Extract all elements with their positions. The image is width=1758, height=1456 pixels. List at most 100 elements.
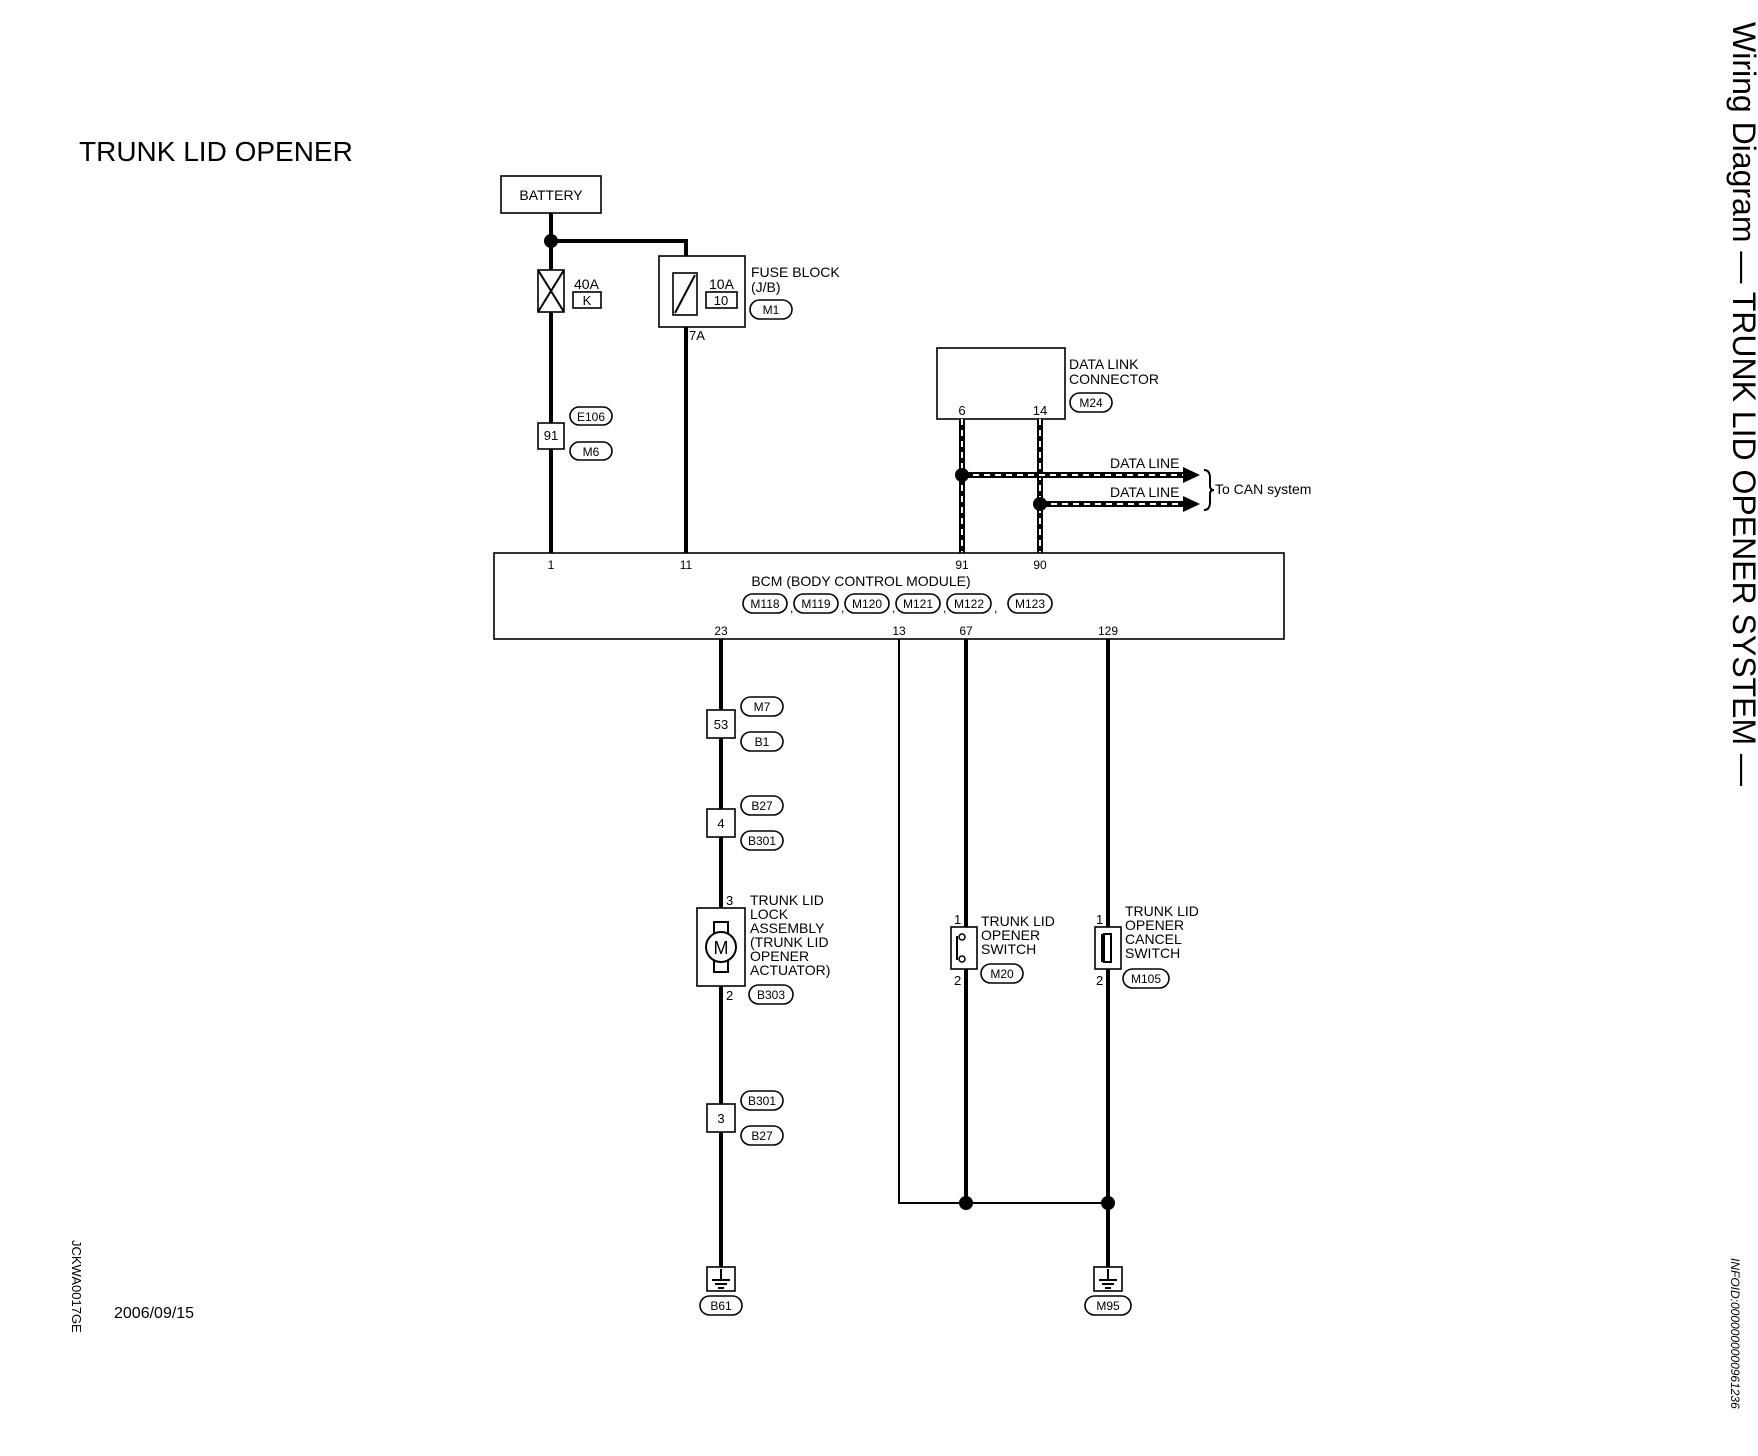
fuse-number: 10 bbox=[714, 293, 728, 308]
bcm-pin-90: 90 bbox=[1033, 558, 1047, 572]
cancel-switch-pin-bottom: 2 bbox=[1096, 973, 1103, 988]
joint-53-conn-b: B1 bbox=[755, 735, 770, 749]
actuator-label-3: ASSEMBLY bbox=[750, 920, 825, 936]
joint-3-conn-a: B301 bbox=[748, 1094, 776, 1108]
cancel-switch-label-2: OPENER bbox=[1125, 917, 1184, 933]
bcm-connector-m118: M118 bbox=[750, 597, 779, 611]
figure-code: JCKWA0017GE bbox=[69, 1240, 84, 1333]
cancel-switch-label-3: CANCEL bbox=[1125, 931, 1182, 947]
fuse-block-name-2: (J/B) bbox=[751, 279, 781, 295]
opener-switch-label-1: TRUNK LID bbox=[981, 913, 1055, 929]
opener-switch-pin-top: 1 bbox=[954, 912, 961, 927]
joint-4-conn-a: B27 bbox=[751, 799, 773, 813]
opener-switch-label-3: SWITCH bbox=[981, 941, 1036, 957]
joint-91-conn-b: M6 bbox=[583, 445, 600, 459]
fusible-link-40a: 40A K bbox=[537, 241, 602, 313]
ground-m95: M95 bbox=[1084, 1266, 1132, 1316]
trunk-lid-actuator: M 3 2 TRUNK LID LOCK ASSEMBLY (TRUNK LID… bbox=[696, 892, 830, 1005]
bcm-connector-list: M118 , M119 , M120 , M121 , M122 , M123 bbox=[742, 593, 1053, 615]
joint-91-pin: 91 bbox=[544, 428, 558, 443]
bcm-separator: , bbox=[943, 601, 946, 615]
bcm-pin-1: 1 bbox=[548, 558, 555, 572]
bcm-separator: , bbox=[790, 601, 793, 615]
joint-3-pin: 3 bbox=[717, 1111, 724, 1126]
bcm-connector-m119: M119 bbox=[801, 597, 830, 611]
bcm-separator: , bbox=[892, 601, 895, 615]
trunk-lid-opener-cancel-switch: 1 2 TRUNK LID OPENER CANCEL SWITCH M105 bbox=[1094, 903, 1199, 989]
trunk-lid-opener-switch: 1 2 TRUNK LID OPENER SWITCH M20 bbox=[950, 912, 1055, 988]
dlc-pin-b: 14 bbox=[1033, 403, 1047, 418]
data-link-connector: DATA LINK CONNECTOR M24 6 14 bbox=[936, 347, 1159, 420]
joint-53-conn-a: M7 bbox=[754, 700, 771, 714]
joint-connector-3: 3 B301 B27 bbox=[706, 1090, 784, 1146]
battery: BATTERY bbox=[500, 175, 602, 214]
actuator-label-6: ACTUATOR) bbox=[750, 962, 830, 978]
ground-b61: B61 bbox=[699, 1266, 743, 1316]
fuse-rating: 10A bbox=[709, 276, 735, 292]
fuse-block-terminal: 7A bbox=[689, 328, 705, 343]
joint-connector-4: 4 B27 B301 bbox=[706, 795, 784, 851]
fusible-link-rating: 40A bbox=[574, 276, 600, 292]
actuator-label-4: (TRUNK LID bbox=[750, 934, 829, 950]
bcm-name: BCM (BODY CONTROL MODULE) bbox=[751, 573, 970, 589]
bcm: 1 11 91 90 BCM (BODY CONTROL MODULE) M11… bbox=[493, 552, 1285, 640]
ground-b61-label: B61 bbox=[710, 1299, 732, 1313]
joint-53-pin: 53 bbox=[714, 717, 728, 732]
ground-m95-label: M95 bbox=[1096, 1299, 1120, 1313]
joint-91-conn-a: E106 bbox=[577, 410, 605, 424]
data-line-2-label: DATA LINE bbox=[1110, 484, 1180, 500]
splice-cancel-switch bbox=[1101, 1196, 1115, 1210]
wire-bcm13-ground-bus bbox=[898, 639, 1108, 1204]
joint-4-conn-b: B301 bbox=[748, 834, 776, 848]
actuator-label-1: TRUNK LID bbox=[750, 892, 824, 908]
splice-opener-switch bbox=[959, 1196, 973, 1210]
actuator-pin-bottom: 2 bbox=[726, 988, 733, 1003]
bcm-pin-67: 67 bbox=[959, 624, 973, 638]
opener-switch-pin-bottom: 2 bbox=[954, 973, 961, 988]
motor-symbol: M bbox=[714, 938, 729, 958]
dlc-name-2: CONNECTOR bbox=[1069, 371, 1159, 387]
wire-to-fuse-block bbox=[551, 239, 688, 256]
cancel-switch-label-4: SWITCH bbox=[1125, 945, 1180, 961]
bcm-pin-91: 91 bbox=[955, 558, 969, 572]
dlc-name-1: DATA LINK bbox=[1069, 356, 1139, 372]
bcm-pin-23: 23 bbox=[714, 624, 728, 638]
can-data-lines bbox=[955, 419, 1215, 553]
data-line-1-label: DATA LINE bbox=[1110, 455, 1180, 471]
info-id: INFOID:0000000000961236 bbox=[1728, 1258, 1742, 1409]
bcm-separator: , bbox=[841, 601, 844, 615]
actuator-pin-top: 3 bbox=[726, 893, 733, 908]
battery-label: BATTERY bbox=[519, 187, 583, 203]
bcm-connector-m123: M123 bbox=[1015, 597, 1045, 611]
page-title: TRUNK LID OPENER bbox=[79, 136, 353, 167]
bcm-separator: , bbox=[994, 601, 997, 615]
fuse-block: 10A 10 FUSE BLOCK (J/B) M1 7A bbox=[658, 255, 840, 343]
bcm-connector-m120: M120 bbox=[852, 597, 882, 611]
dlc-connector: M24 bbox=[1079, 396, 1103, 410]
cancel-switch-connector: M105 bbox=[1131, 972, 1161, 986]
bcm-pin-13: 13 bbox=[892, 624, 906, 638]
cancel-switch-label-1: TRUNK LID bbox=[1125, 903, 1199, 919]
date-label: 2006/09/15 bbox=[114, 1305, 194, 1322]
bcm-pin-11: 11 bbox=[680, 558, 693, 572]
bcm-connector-m122: M122 bbox=[954, 597, 984, 611]
actuator-connector: B303 bbox=[757, 988, 785, 1002]
opener-switch-label-2: OPENER bbox=[981, 927, 1040, 943]
fuse-block-name-1: FUSE BLOCK bbox=[751, 264, 840, 280]
joint-connector-53: 53 M7 B1 bbox=[706, 696, 784, 752]
bcm-connector-m121: M121 bbox=[903, 597, 933, 611]
dlc-pin-a: 6 bbox=[958, 403, 965, 418]
side-title: Wiring Diagram — TRUNK LID OPENER SYSTEM… bbox=[1726, 22, 1758, 786]
opener-switch-connector: M20 bbox=[990, 967, 1014, 981]
joint-4-pin: 4 bbox=[717, 816, 724, 831]
actuator-label-5: OPENER bbox=[750, 948, 809, 964]
bcm-pin-129: 129 bbox=[1098, 624, 1118, 638]
fuse-block-connector: M1 bbox=[763, 303, 780, 317]
actuator-label-2: LOCK bbox=[750, 906, 789, 922]
cancel-switch-pin-top: 1 bbox=[1096, 912, 1103, 927]
joint-3-conn-b: B27 bbox=[751, 1129, 773, 1143]
fusible-link-code: K bbox=[583, 293, 592, 308]
can-system-note: To CAN system bbox=[1215, 481, 1311, 497]
joint-connector-91: 91 E106 M6 bbox=[537, 406, 613, 461]
